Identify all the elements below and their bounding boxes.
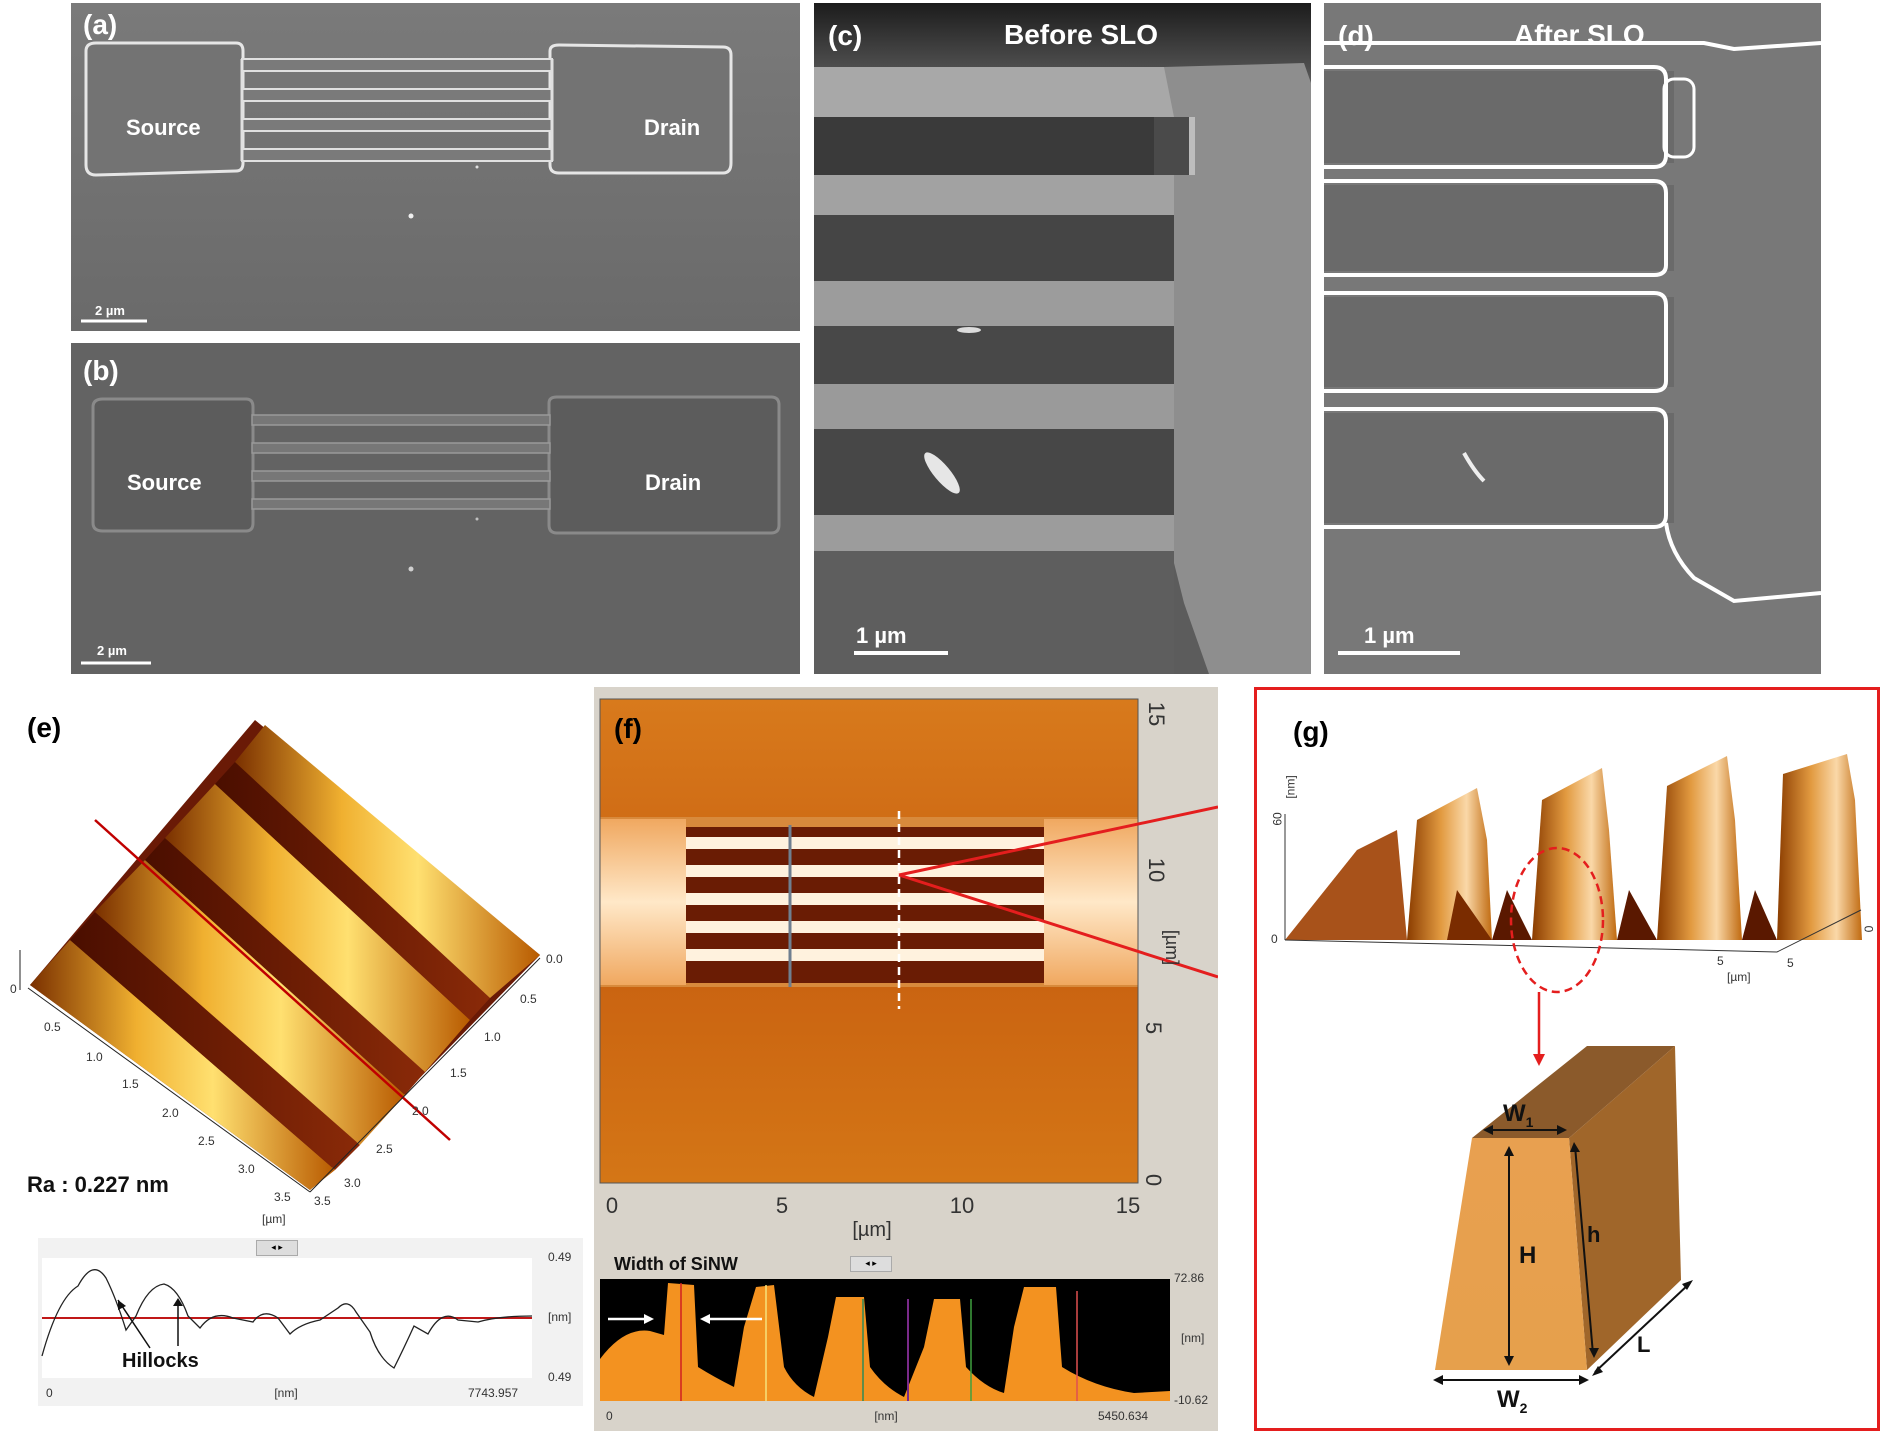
panel-a: (a) Source Drain 2 µm: [71, 3, 800, 331]
drain-label-a: Drain: [644, 115, 701, 140]
panel-f-label: (f): [614, 713, 642, 744]
e-z-tick: 0: [10, 982, 17, 996]
e-y-tick: 1.5: [450, 1066, 467, 1080]
profile-f-x-start: 0: [606, 1409, 613, 1423]
scale-label-a: 2 µm: [95, 303, 125, 318]
panel-g-label: (g): [1293, 716, 1329, 747]
g-z-tick-zero: 0: [1271, 932, 1278, 946]
panel-b: (b) Source Drain 2 µm: [71, 343, 800, 674]
hillocks-annotation: Hillocks: [122, 1350, 199, 1372]
afm-3d-surface-e: [19, 720, 541, 1193]
source-label-a: Source: [126, 115, 201, 140]
scale-label-c: 1 µm: [856, 623, 907, 648]
width-of-sinw-title: Width of SiNW: [614, 1254, 738, 1274]
sem-after-slo-image: [1324, 3, 1821, 674]
g-y-tick-zero: 0: [1861, 925, 1876, 933]
e-x-tick: 1.5: [122, 1077, 139, 1091]
e-y-tick: 2.0: [412, 1104, 429, 1118]
profile-e-y-top: 0.49: [548, 1250, 572, 1264]
profile-e-plot: [41, 1258, 533, 1378]
panel-c: (c) Before SLO 1 µm: [814, 3, 1311, 674]
f-y-tick: 0: [1141, 1173, 1167, 1187]
panel-e: (e) 0 0.5 1.0 1.5 2.0 2.5 3.0 3.5 0.0 0.…: [0, 700, 590, 1431]
g-y-tick: 5: [1787, 956, 1794, 970]
e-x-tick: 2.0: [162, 1106, 179, 1120]
f-x-tick: 15: [1115, 1193, 1141, 1218]
panel-d-label: (d): [1338, 20, 1374, 51]
e-x-tick: 3.5: [274, 1190, 291, 1204]
afm-3d-and-trapezoid-g: [1284, 754, 1862, 1385]
e-x-tick: 2.5: [198, 1134, 215, 1148]
panel-c-label: (c): [828, 20, 863, 51]
f-y-unit: [µm]: [1162, 929, 1183, 966]
e-y-tick: 3.0: [344, 1176, 361, 1190]
dim-w1: W1: [1503, 1100, 1534, 1130]
panel-b-label: (b): [83, 355, 119, 386]
profile-e-nav-buttons[interactable]: ◂ ▸: [256, 1240, 298, 1256]
f-x-unit: [µm]: [852, 1219, 892, 1241]
g-x-tick: 5: [1717, 954, 1724, 968]
e-y-tick: 0.5: [520, 992, 537, 1006]
e-y-tick: 3.5: [314, 1194, 331, 1208]
profile-e-y-unit: [nm]: [548, 1310, 572, 1324]
dim-L: L: [1637, 1332, 1651, 1357]
dim-h: h: [1587, 1222, 1601, 1247]
f-y-tick: 10: [1144, 857, 1170, 883]
profile-e: ◂ ▸ Hillocks 0 [nm] 7743.957 0.49 [nm] 0…: [38, 1238, 583, 1406]
e-x-tick: 3.0: [238, 1162, 255, 1176]
f-x-tick: 5: [775, 1193, 789, 1218]
scale-label-d: 1 µm: [1364, 623, 1415, 648]
f-y-tick: 5: [1141, 1021, 1167, 1035]
e-y-tick: 2.5: [376, 1142, 393, 1156]
e-axis-unit: [µm]: [262, 1212, 286, 1226]
profile-e-x-unit: [nm]: [274, 1386, 298, 1400]
sem-before-slo-image: [814, 3, 1311, 674]
after-slo-title: After SLO: [1514, 19, 1645, 50]
afm-topography-map-f: [599, 698, 1218, 1401]
f-x-tick: 0: [605, 1193, 619, 1218]
profile-f-x-end: 5450.634: [1098, 1409, 1149, 1423]
sem-device-image-a: [71, 3, 800, 331]
f-x-tick: 10: [949, 1193, 975, 1218]
profile-f-x-unit: [nm]: [874, 1409, 898, 1423]
profile-f-y-top: 72.86: [1174, 1271, 1205, 1285]
source-label-b: Source: [127, 470, 202, 495]
before-slo-title: Before SLO: [1004, 19, 1159, 50]
panel-g: (g) 60 [nm] 0 5 [µm] 0 5 W1 H h L W2: [1254, 687, 1880, 1431]
e-y-tick: 0.0: [546, 952, 563, 966]
sem-device-image-b: [71, 343, 800, 674]
scale-label-b: 2 µm: [97, 643, 127, 658]
g-x-unit: [µm]: [1727, 970, 1751, 984]
profile-f-y-unit: [nm]: [1181, 1331, 1205, 1345]
g-z-unit: [nm]: [1283, 775, 1298, 799]
dim-w2: W2: [1497, 1386, 1528, 1416]
profile-e-x-start: 0: [46, 1386, 53, 1400]
e-y-tick: 1.0: [484, 1030, 501, 1044]
profile-e-x-end: 7743.957: [468, 1386, 519, 1400]
panel-a-label: (a): [83, 9, 118, 40]
dim-H: H: [1519, 1242, 1537, 1269]
panel-e-label: (e): [27, 712, 62, 743]
e-x-tick: 1.0: [86, 1050, 103, 1064]
g-z-tick-top: 60: [1270, 812, 1285, 826]
drain-label-b: Drain: [645, 470, 702, 495]
roughness-value: Ra : 0.227 nm: [27, 1172, 169, 1197]
e-x-tick: 0.5: [44, 1020, 61, 1034]
profile-e-y-bottom: 0.49: [548, 1370, 572, 1384]
panel-d: (d) After SLO 1 µm: [1324, 3, 1821, 674]
profile-f-nav-buttons[interactable]: ◂ ▸: [850, 1256, 892, 1272]
f-y-tick: 15: [1144, 701, 1170, 727]
profile-f-y-bottom: -10.62: [1174, 1393, 1209, 1407]
panel-f: (f) 0 5 10 15 [µm] 15 10 5 0 [µm] Width …: [594, 687, 1218, 1431]
